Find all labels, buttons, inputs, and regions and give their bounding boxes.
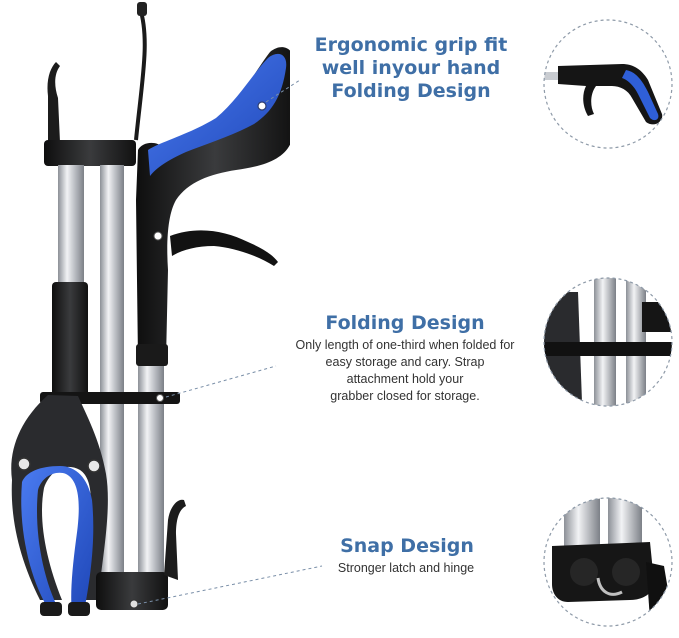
feature-grip-heading-line: Folding Design (331, 80, 491, 103)
trigger-lever (170, 230, 278, 266)
jaw-pivot-right (87, 459, 101, 473)
jaw-tip-left (40, 602, 62, 616)
latch-closeup-icon (543, 497, 673, 627)
left-shaft (58, 165, 84, 285)
handle-screw (153, 231, 163, 241)
feature-folding-description: Only length of one-third when folded for… (276, 337, 534, 405)
feature-snap-description: Stronger latch and hinge (337, 561, 475, 575)
strap-rivet (156, 394, 164, 402)
folded-grabber-illustration (11, 2, 290, 616)
feature-snap-heading: Snap Design (340, 535, 474, 557)
feature-grip-heading-line: Ergonomic grip fit (314, 34, 508, 56)
feature-folding-heading: Folding Design (325, 312, 485, 334)
lanyard-tab (137, 2, 147, 16)
feature-folding-line: attachment hold your (346, 371, 464, 386)
jaw-pivot-left (17, 457, 31, 471)
left-sleeve (52, 282, 88, 402)
feature-grip-heading: Ergonomic grip fit well inyour hand Fold… (300, 34, 522, 104)
feature-grip-heading-line: well inyour hand (321, 57, 501, 80)
leader-line-latch (137, 565, 323, 605)
feature-folding-line: easy storage and cary. Strap (325, 354, 485, 369)
latch-lever (164, 499, 186, 580)
strap-closeup-icon (543, 277, 673, 407)
leader-line-grip (265, 79, 301, 103)
handle-grip-pad (148, 53, 287, 177)
storage-hook (47, 62, 60, 142)
grip-screw (257, 101, 267, 111)
handle-closeup-icon (543, 19, 673, 149)
feature-folding-line: Only length of one-third when folded for (295, 338, 515, 352)
feature-folding-line: grabber closed for storage. (330, 388, 480, 403)
top-hinge-block (44, 140, 136, 166)
leader-line-strap (165, 365, 277, 398)
lanyard-strap (134, 7, 147, 141)
handle-body (136, 47, 290, 360)
handle-collar (136, 344, 168, 366)
jaw-grip-pad (21, 466, 94, 612)
bottom-latch-block (96, 572, 168, 610)
jaw-tip-right (68, 602, 90, 616)
